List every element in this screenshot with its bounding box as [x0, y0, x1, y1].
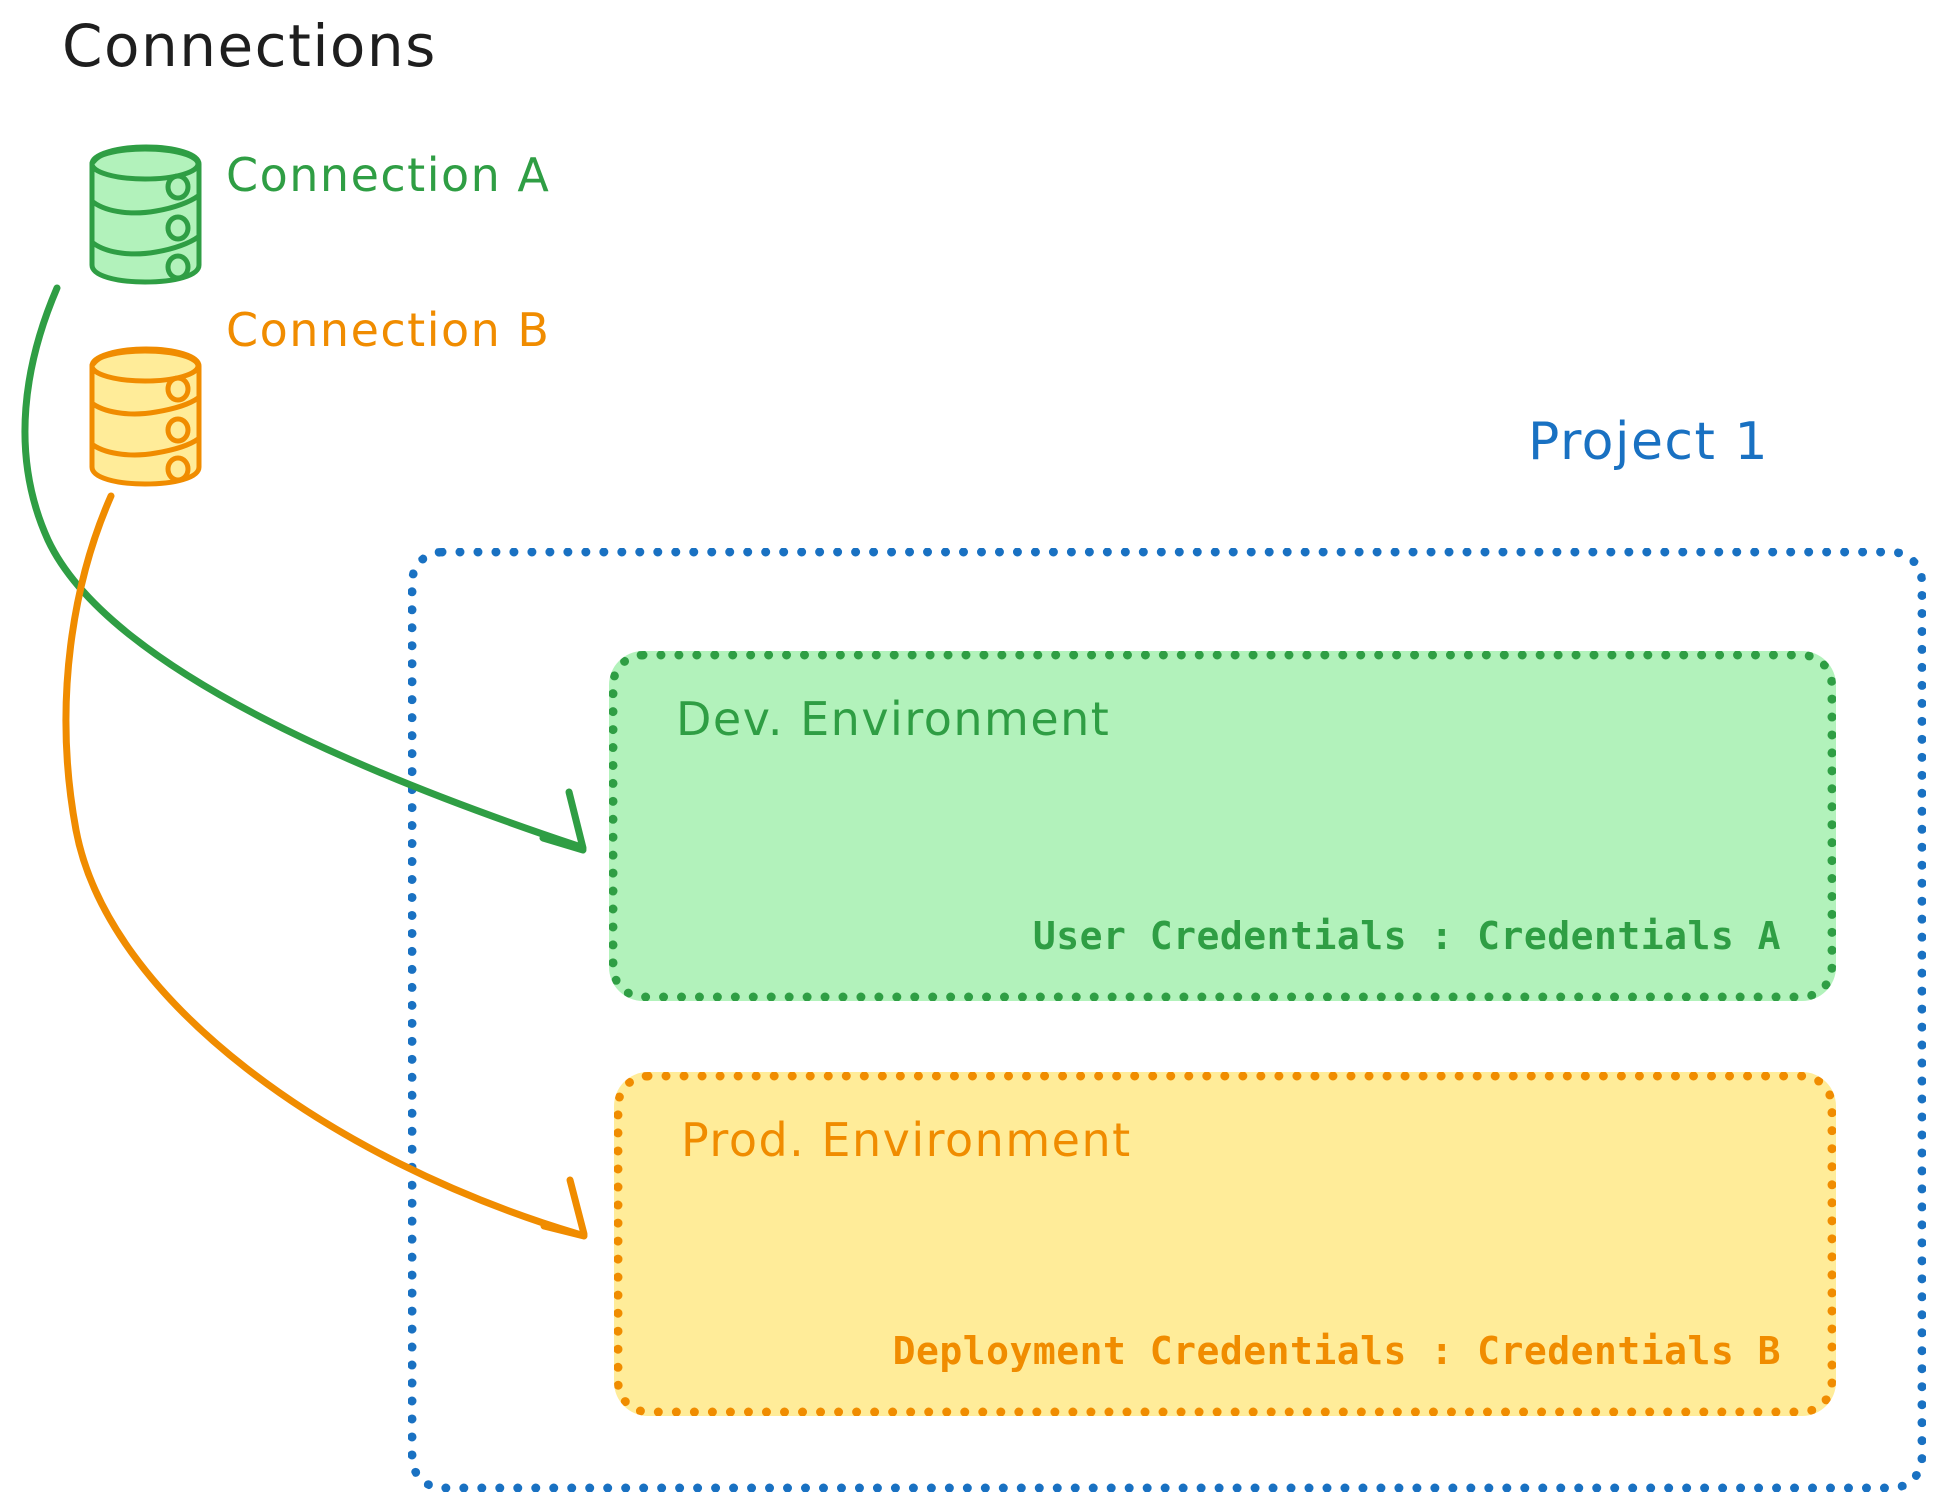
prod-environment-title: Prod. Environment [681, 1113, 1132, 1167]
connections-heading: Connections [62, 12, 437, 80]
database-cylinder-icon-connection-b[interactable] [82, 342, 208, 490]
dev-environment-title: Dev. Environment [676, 692, 1111, 746]
connection-b-label: Connection B [226, 303, 551, 357]
database-cylinder-icon-connection-a[interactable] [82, 140, 208, 288]
dev-environment-credentials: User Credentials : Credentials A [1032, 914, 1781, 958]
connection-a-label: Connection A [226, 148, 551, 202]
prod-environment-box[interactable]: Prod. Environment Deployment Credentials… [614, 1072, 1836, 1416]
project-title: Project 1 [1528, 412, 1770, 472]
prod-environment-credentials: Deployment Credentials : Credentials B [892, 1329, 1781, 1373]
dev-environment-box[interactable]: Dev. Environment User Credentials : Cred… [609, 651, 1836, 1001]
